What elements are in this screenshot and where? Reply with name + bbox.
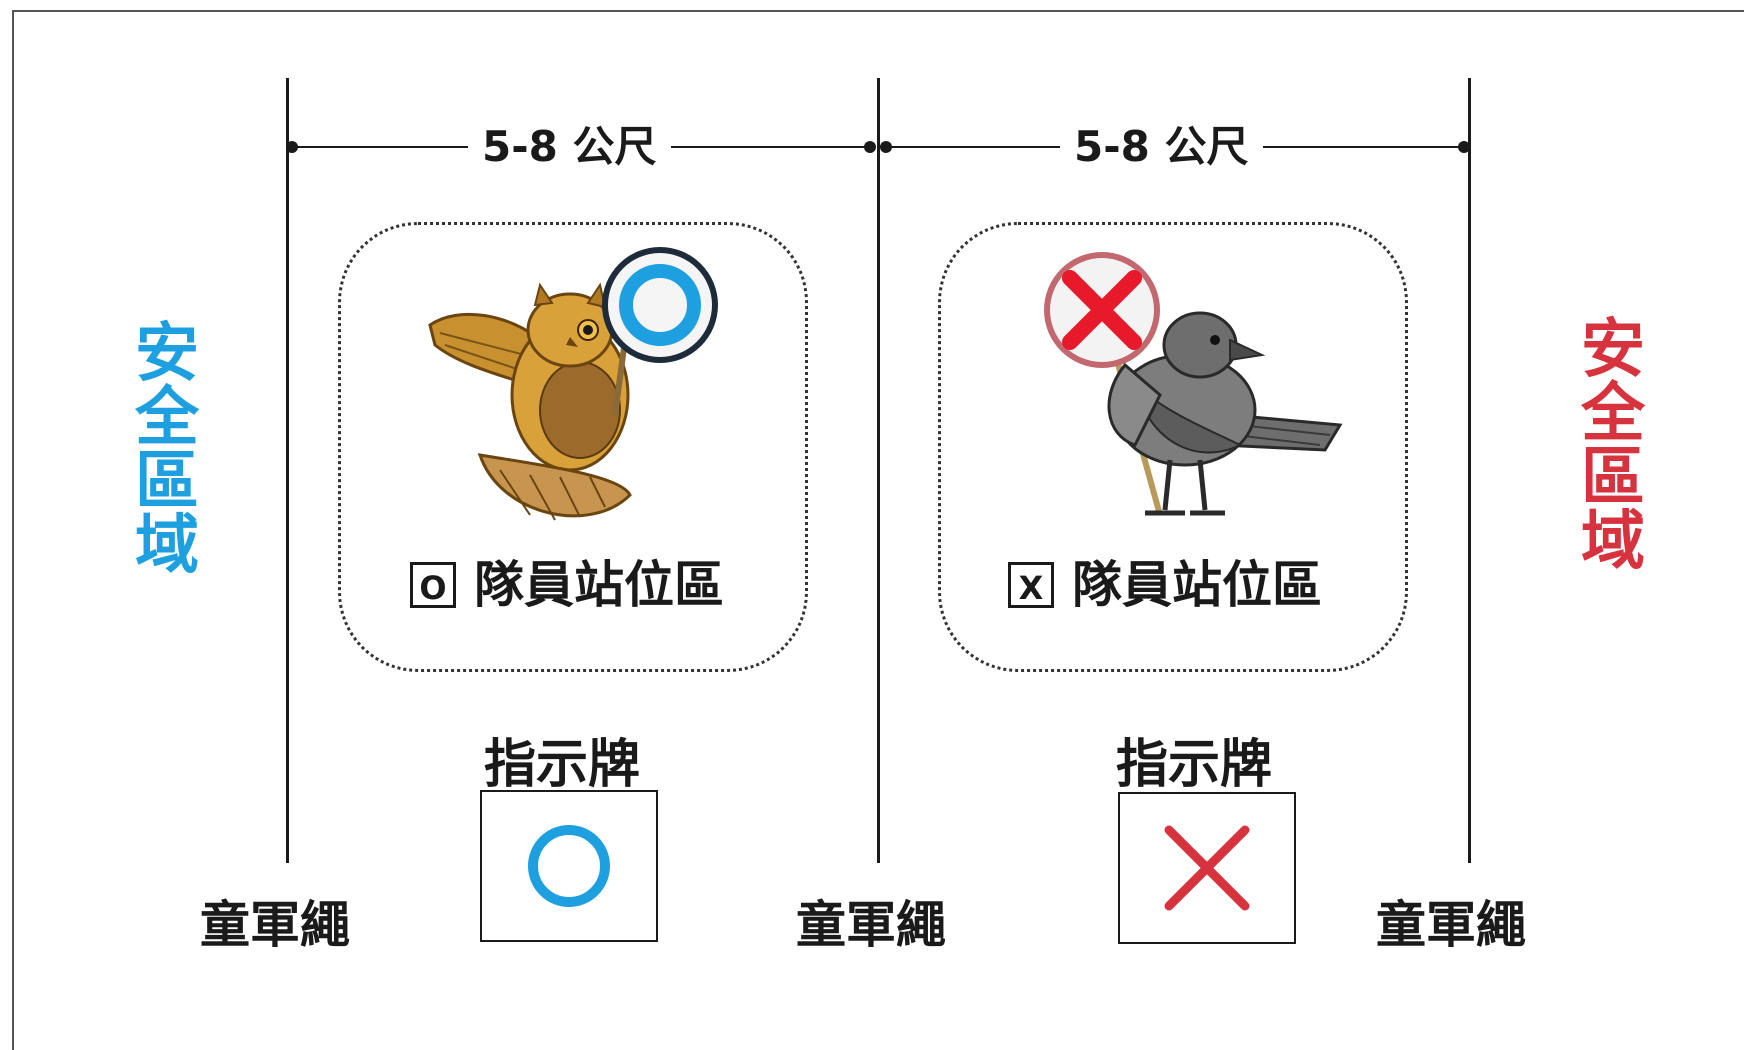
dimension-endpoint <box>880 141 892 153</box>
rope-line-middle <box>877 78 880 863</box>
sign-board-x <box>1118 792 1296 944</box>
cross-icon <box>1164 825 1250 911</box>
x-mark-square: X <box>1008 562 1054 608</box>
team-zone-x-caption: X 隊員站位區 <box>1008 550 1322 620</box>
o-mark-square: O <box>410 562 456 608</box>
team-zone-o-label: 隊員站位區 <box>474 556 724 614</box>
rope-line-right <box>1468 78 1471 863</box>
team-zone-x-label: 隊員站位區 <box>1072 556 1322 614</box>
diagram-frame <box>12 10 1744 1050</box>
rope-label-left: 童軍繩 <box>200 896 350 954</box>
circle-icon <box>528 825 610 907</box>
safe-zone-label-left: 安全區域 <box>135 317 199 583</box>
team-zone-x <box>938 222 1408 672</box>
team-zone-o-caption: O 隊員站位區 <box>410 550 724 620</box>
owl-with-o-sign-icon <box>428 247 718 521</box>
safe-zone-label-right: 安全區域 <box>1581 313 1645 579</box>
rope-line-left <box>286 78 289 863</box>
dimension-endpoint <box>864 141 876 153</box>
rope-label-middle: 童軍繩 <box>796 896 946 954</box>
crow-with-x-sign-icon <box>1044 252 1343 516</box>
dimension-endpoint <box>1458 141 1470 153</box>
team-zone-o <box>338 222 808 672</box>
sign-title-x: 指示牌 <box>1116 735 1273 795</box>
sign-title-o: 指示牌 <box>484 735 641 795</box>
distance-label-left: 5-8 公尺 <box>468 118 671 176</box>
rope-label-right: 童軍繩 <box>1376 896 1526 954</box>
distance-label-right: 5-8 公尺 <box>1060 118 1263 176</box>
dimension-endpoint <box>286 141 298 153</box>
sign-board-o <box>480 790 658 942</box>
